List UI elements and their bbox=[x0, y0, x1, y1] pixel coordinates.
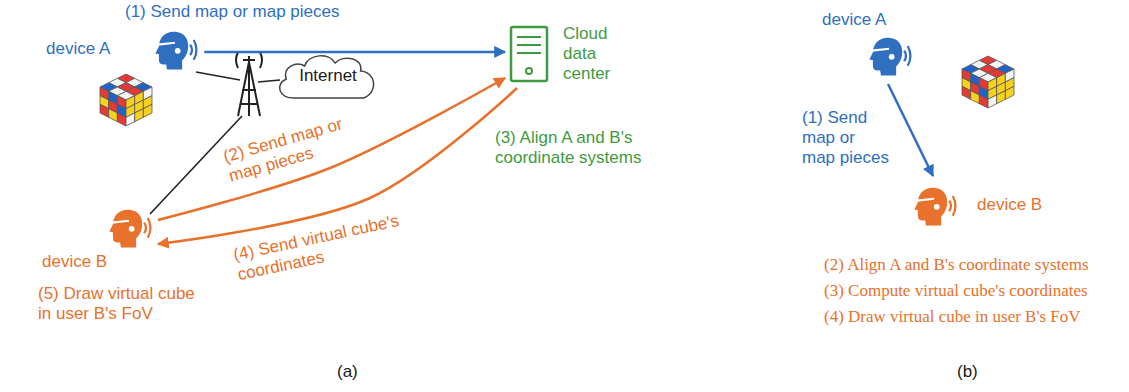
cube-sticker bbox=[143, 104, 152, 117]
panel-caption: (a) bbox=[335, 362, 360, 382]
step-note: (2) Align A and B's coordinate systems bbox=[822, 255, 1126, 275]
cube-sticker bbox=[135, 109, 144, 122]
cube-sticker bbox=[997, 91, 1006, 104]
cube-icon bbox=[100, 74, 152, 126]
server-icon bbox=[509, 25, 549, 83]
device-node: device A bbox=[42, 20, 204, 78]
panel-caption: (b) bbox=[955, 362, 980, 382]
edge-label: (4) Send virtual cube's coordinates bbox=[230, 210, 409, 285]
cube-sticker bbox=[971, 91, 980, 104]
node-label: device B bbox=[977, 195, 1042, 215]
cube-sticker bbox=[962, 86, 971, 99]
arrow-connector bbox=[204, 51, 505, 54]
cube-sticker bbox=[126, 113, 135, 126]
step-note: (3) Align A and B's coordinate systems bbox=[493, 128, 697, 168]
arrow-connector bbox=[158, 88, 517, 244]
cube-sticker bbox=[117, 113, 126, 126]
cube-sticker bbox=[109, 109, 118, 122]
head-icon bbox=[104, 202, 154, 252]
step-note: (3) Compute virtual cube's coordinates bbox=[822, 281, 1126, 301]
device-node: device B bbox=[905, 176, 1046, 234]
internet-cloud: Internet bbox=[272, 48, 384, 104]
cube-sticker bbox=[988, 95, 997, 108]
cube-sticker bbox=[979, 95, 988, 108]
step-note: (5) Draw virtual cube in user B's FoV bbox=[36, 284, 200, 324]
step-note: (4) Draw virtual cube in user B's FoV bbox=[822, 307, 1126, 327]
wire bbox=[196, 72, 240, 80]
node-label: device B bbox=[42, 252, 107, 272]
device-node: device B bbox=[38, 198, 158, 276]
node-label: Internet bbox=[299, 66, 357, 86]
cell-tower bbox=[236, 52, 262, 116]
edge-label: (1) Send map or map pieces bbox=[123, 2, 427, 22]
head-icon bbox=[909, 180, 959, 230]
arrow-connector bbox=[888, 84, 933, 176]
head-icon bbox=[864, 30, 914, 80]
device-node: device A bbox=[818, 6, 918, 84]
node-label: device A bbox=[46, 39, 110, 59]
cube-icon bbox=[962, 56, 1014, 108]
node-label: Cloud data center bbox=[563, 24, 625, 84]
node-label: device A bbox=[822, 10, 886, 30]
arrow-connector bbox=[158, 78, 505, 220]
cube-sticker bbox=[100, 104, 109, 117]
wire bbox=[258, 80, 280, 82]
cube-sticker bbox=[1005, 86, 1014, 99]
data-center-node: Cloud data center bbox=[505, 20, 629, 88]
head-icon bbox=[150, 24, 200, 74]
edge-label: (2) Send map or map pieces bbox=[219, 109, 368, 187]
edge-label: (1) Send map or map pieces bbox=[800, 108, 892, 168]
